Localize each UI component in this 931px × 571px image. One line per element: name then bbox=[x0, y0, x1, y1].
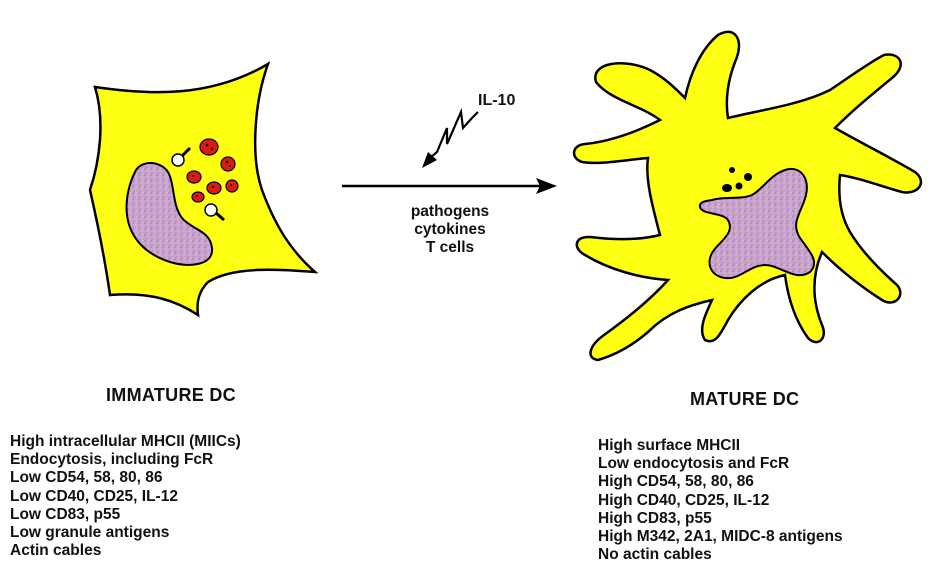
mature-dc-properties: High surface MHCII Low endocytosis and F… bbox=[598, 437, 843, 564]
granule bbox=[729, 167, 735, 173]
granule bbox=[722, 184, 732, 192]
maturation-arrow bbox=[342, 178, 557, 194]
immature-property: Actin cables bbox=[10, 542, 241, 560]
granule bbox=[226, 180, 238, 192]
immature-property: Low CD40, CD25, IL-12 bbox=[10, 488, 241, 506]
immature-property: Low granule antigens bbox=[10, 524, 241, 542]
mature-property: High CD40, CD25, IL-12 bbox=[598, 492, 843, 510]
granule bbox=[221, 157, 235, 171]
mature-dc-title: MATURE DC bbox=[690, 389, 799, 410]
immature-dc-cell bbox=[90, 64, 315, 315]
granule bbox=[736, 183, 743, 190]
granule bbox=[744, 173, 752, 181]
mature-property: High M342, 2A1, MIDC-8 antigens bbox=[598, 528, 843, 546]
mature-property: Low endocytosis and FcR bbox=[598, 455, 843, 473]
mature-property: High CD83, p55 bbox=[598, 510, 843, 528]
immature-property: Low CD83, p55 bbox=[10, 506, 241, 524]
arrow-label-tcells: T cells bbox=[375, 239, 525, 257]
arrow-label-pathogens: pathogens bbox=[375, 203, 525, 221]
mature-property: No actin cables bbox=[598, 546, 843, 564]
immature-dc-title: IMMATURE DC bbox=[106, 385, 236, 406]
il10-label: IL-10 bbox=[478, 92, 515, 110]
immature-property: Low CD54, 58, 80, 86 bbox=[10, 469, 241, 487]
immature-dc-properties: High intracellular MHCII (MIICs) Endocyt… bbox=[10, 433, 241, 560]
il10-signal bbox=[422, 112, 478, 168]
granule bbox=[192, 192, 204, 202]
arrow-label-cytokines: cytokines bbox=[375, 221, 525, 239]
immature-property: High intracellular MHCII (MIICs) bbox=[10, 433, 241, 451]
mature-dc-cell bbox=[574, 32, 921, 360]
vesicle bbox=[172, 154, 184, 166]
granule bbox=[187, 171, 201, 183]
granule bbox=[200, 139, 218, 155]
mature-property: High CD54, 58, 80, 86 bbox=[598, 473, 843, 491]
vesicle bbox=[205, 204, 217, 216]
mature-property: High surface MHCII bbox=[598, 437, 843, 455]
arrow-label-group: pathogens cytokines T cells bbox=[375, 203, 525, 257]
immature-cell-body bbox=[90, 64, 315, 315]
granule bbox=[207, 182, 221, 194]
immature-property: Endocytosis, including FcR bbox=[10, 451, 241, 469]
